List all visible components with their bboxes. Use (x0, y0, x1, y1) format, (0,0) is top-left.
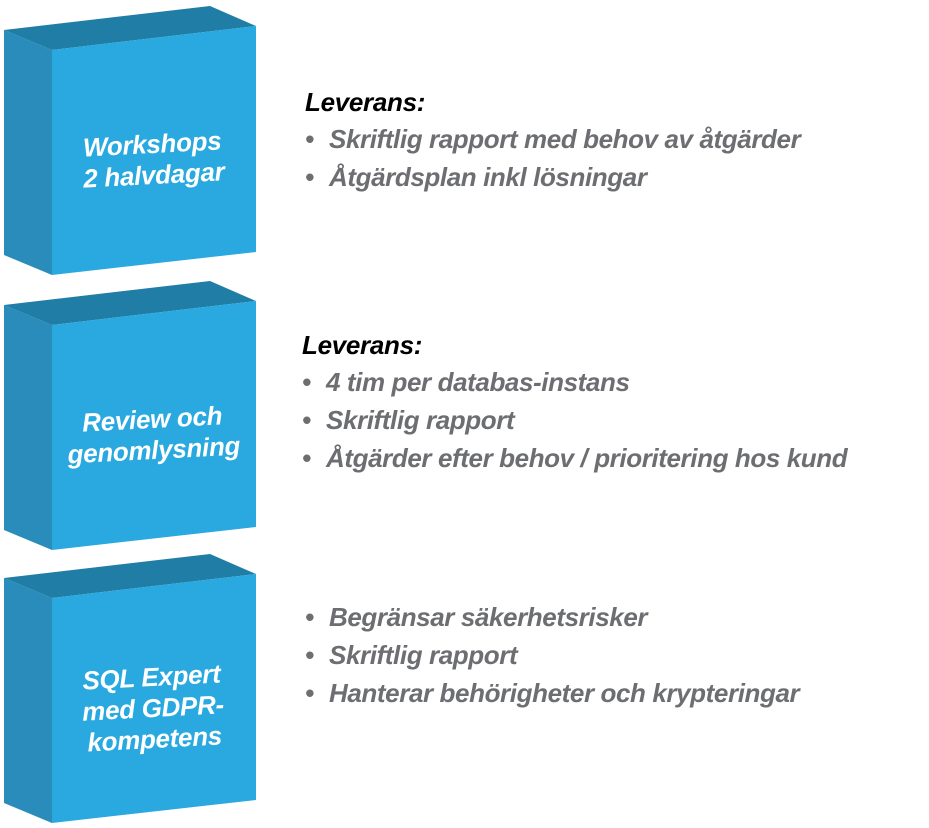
block-1-deliverables: Leverans: • Skriftlig rapport med behov a… (305, 84, 801, 196)
list-item-text: Skriftlig rapport med behov av åtgärder (329, 124, 801, 154)
block-2-deliverables: Leverans: • 4 tim per databas-instans • Sk… (302, 327, 848, 477)
block-1-cube-icon (4, 6, 256, 275)
block-1-heading: Leverans: (305, 87, 426, 117)
bullet-icon: • (305, 162, 314, 192)
list-item-text: Skriftlig rapport (326, 405, 515, 435)
bullet-icon: • (302, 443, 311, 473)
block-2-cube-icon (4, 281, 256, 550)
list-item: • Åtgärdsplan inkl lösningar (305, 158, 800, 196)
list-item: • 4 tim per databas-instans (302, 363, 847, 401)
list-item-text: Skriftlig rapport (329, 640, 518, 670)
bullet-icon: • (302, 367, 311, 397)
list-item: • Skriftlig rapport (302, 401, 847, 439)
workshops-block: Workshops 2 halvdagar (0, 0, 260, 280)
block-3-line-3: kompetens (86, 719, 223, 757)
block-1-label: Workshops 2 halvdagar (47, 55, 259, 265)
list-item-text: Begränsar säkerhetsrisker (329, 602, 648, 632)
block-3-label: SQL Expert med GDPR- kompetens (47, 603, 259, 813)
block-3-cube-icon (4, 554, 256, 823)
list-item: • Skriftlig rapport med behov av åtgärder (305, 120, 801, 158)
block-1-line-2: 2 halvdagar (82, 156, 226, 194)
bullet-icon: • (305, 602, 314, 632)
bullet-icon: • (305, 124, 314, 154)
bullet-icon: • (302, 405, 311, 435)
sql-expert-block: SQL Expert med GDPR- kompetens (0, 548, 260, 828)
list-item-text: Åtgärder efter behov / prioritering hos … (326, 443, 848, 473)
review-block: Review och genomlysning (0, 275, 260, 555)
list-item-text: Åtgärdsplan inkl lösningar (329, 162, 647, 192)
list-item: • Hanterar behörigheter och krypteringar (305, 674, 800, 712)
list-item: • Begränsar säkerhetsrisker (305, 598, 799, 636)
list-item: • Åtgärder efter behov / prioritering hos… (302, 439, 848, 477)
list-item-text: 4 tim per databas-instans (326, 367, 630, 397)
list-item-text: Hanterar behörigheter och krypteringar (329, 678, 800, 708)
block-2-label: Review och genomlysning (47, 330, 259, 540)
list-item: • Skriftlig rapport (305, 636, 799, 674)
block-3-deliverables: • Begränsar säkerhetsrisker • Skriftlig ra… (305, 598, 800, 712)
block-2-heading: Leverans: (302, 330, 423, 360)
bullet-icon: • (305, 678, 314, 708)
bullet-icon: • (305, 640, 314, 670)
